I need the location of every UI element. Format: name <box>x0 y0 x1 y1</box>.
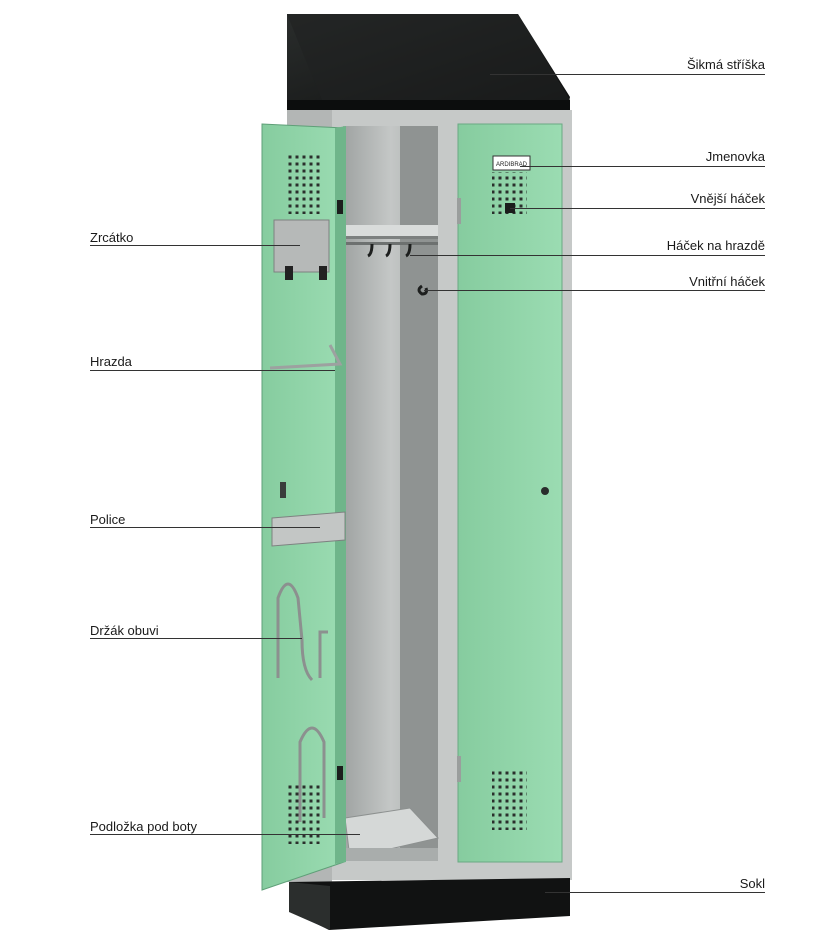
label-drzak-obuvi: Držák obuvi <box>90 623 159 638</box>
label-zrcatko: Zrcátko <box>90 230 134 245</box>
leader-line <box>90 834 360 835</box>
label-police: Police <box>90 512 126 527</box>
nameplate-text: ARDIBRAD <box>496 162 528 168</box>
leader-line <box>90 370 335 371</box>
label-vnitrni-hacek: Vnitřní háček <box>689 274 765 289</box>
label-jmenovka: Jmenovka <box>705 149 765 164</box>
label-hrazda: Hrazda <box>90 354 132 369</box>
leader-line <box>90 245 300 246</box>
label-sikma-striska: Šikmá stříška <box>686 57 765 72</box>
leader-line <box>90 638 302 639</box>
leader-line <box>410 255 765 256</box>
label-vnejsi-hacek: Vnější háček <box>690 191 765 206</box>
plinth-base <box>289 878 570 930</box>
label-podlozka: Podložka pod boty <box>90 819 197 834</box>
right-door: ARDIBRAD <box>457 123 563 863</box>
leader-line <box>520 166 765 167</box>
leader-line <box>545 892 765 893</box>
leader-line <box>510 208 765 209</box>
label-hacek-na-hrazde: Háček na hrazdě <box>666 238 765 253</box>
left-door <box>261 123 346 891</box>
leader-line <box>424 290 765 291</box>
leader-line <box>90 527 320 528</box>
label-sokl: Sokl <box>739 876 765 891</box>
slanted-roof <box>287 14 570 110</box>
leader-line <box>490 74 765 75</box>
